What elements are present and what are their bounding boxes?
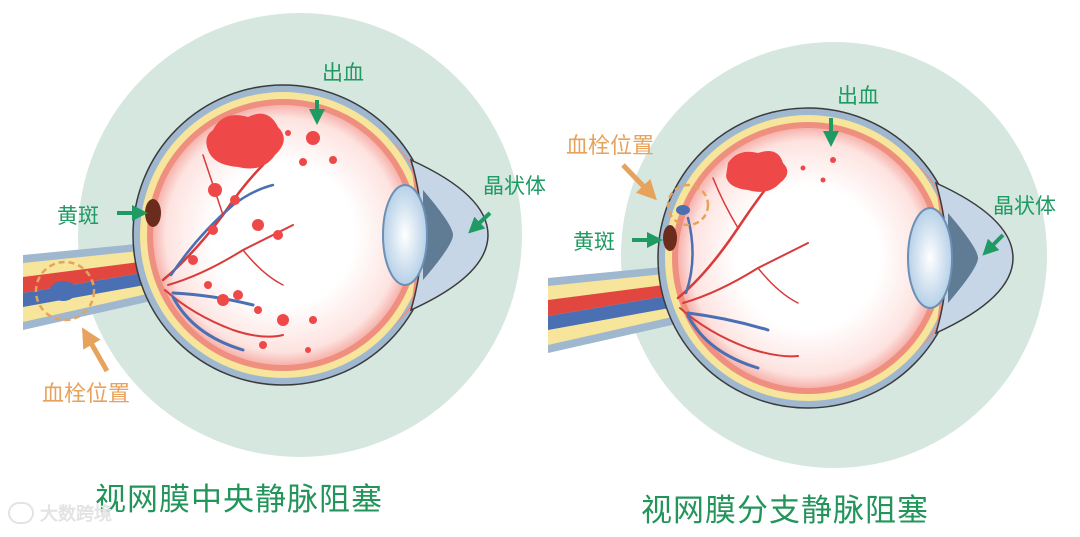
right-hemorrhage-cluster	[726, 150, 788, 192]
left-thrombus-blob	[50, 281, 76, 301]
right-thrombus-blob	[676, 205, 690, 215]
left-hemorrhage-cluster	[206, 113, 284, 169]
right-thrombus-circle	[666, 183, 710, 227]
left-macula-label: 黄斑	[57, 204, 99, 228]
right-lens-arrow	[982, 233, 1005, 256]
right-panel	[547, 42, 1047, 468]
right-eyeball	[547, 107, 1014, 409]
right-hemorrhage-label: 出血	[837, 84, 879, 108]
right-thrombus-label: 血栓位置	[566, 134, 655, 159]
right-macula-label: 黄斑	[573, 230, 615, 254]
left-thrombus-label: 血栓位置	[42, 382, 131, 407]
watermark-logo-icon	[8, 502, 34, 524]
left-hemorrhage-label: 出血	[322, 61, 364, 85]
right-lens-label: 晶状体	[993, 194, 1056, 218]
left-panel	[22, 13, 522, 457]
right-thrombus-arrow	[621, 163, 657, 201]
watermark-text: 大数跨境	[40, 504, 112, 525]
left-lens-label: 晶状体	[483, 174, 546, 198]
left-eyeball	[22, 84, 489, 386]
left-lens-arrow	[468, 211, 492, 234]
watermark: 大数跨境	[8, 500, 112, 526]
left-macula-dot	[145, 199, 161, 227]
left-diagram-title: 视网膜中央静脉阻塞	[95, 482, 383, 518]
left-thrombus-arrow	[82, 327, 110, 373]
right-hemorrhage-spots	[800, 157, 836, 183]
left-hemorrhage-spots	[188, 130, 337, 353]
right-macula-dot	[663, 225, 677, 251]
left-thrombus-circle	[34, 260, 96, 322]
right-diagram-title: 视网膜分支静脉阻塞	[641, 493, 929, 529]
